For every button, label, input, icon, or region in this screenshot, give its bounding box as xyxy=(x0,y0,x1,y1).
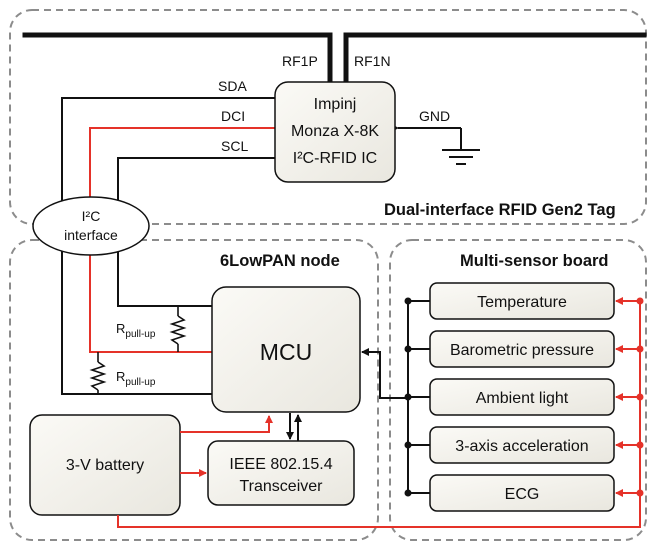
pull-up-resistor-1 xyxy=(169,306,187,352)
dci-label: DCI xyxy=(221,108,245,124)
mcu-box xyxy=(211,286,361,413)
antenna xyxy=(22,32,647,85)
resistor-label-1: Rpull-up xyxy=(116,321,156,340)
power-junction-dot xyxy=(636,489,644,497)
pull-up-resistor-2 xyxy=(89,352,107,394)
rfid-ic-line3: I²C-RFID IC xyxy=(293,150,377,167)
ground-connection xyxy=(391,124,462,150)
mcu-label: MCU xyxy=(260,339,312,365)
power-junction-dot xyxy=(636,297,644,305)
sda-wire-lower xyxy=(61,245,212,395)
dci-wire xyxy=(89,124,284,208)
i2c-interface-line1: I²C xyxy=(82,208,101,224)
bus-junction-dot xyxy=(404,345,412,353)
power-junction-dot xyxy=(636,393,644,401)
sensor-label: Barometric pressure xyxy=(450,342,594,359)
sda-wire xyxy=(61,94,290,208)
node-section-title: 6LowPAN node xyxy=(220,252,340,270)
scl-wire-lower xyxy=(117,245,212,307)
dci-wire-lower xyxy=(89,245,212,353)
rfid-ic-line2: Monza X-8K xyxy=(291,123,379,140)
rf1p-label: RF1P xyxy=(282,53,318,69)
bus-junction-dot xyxy=(404,441,412,449)
rf1n-label: RF1N xyxy=(354,53,391,69)
sensor-label: ECG xyxy=(505,486,540,503)
ground-icon xyxy=(442,149,480,165)
transceiver-line2: Transceiver xyxy=(240,478,324,495)
resistor-label-2: Rpull-up xyxy=(116,369,156,388)
transceiver-box xyxy=(207,440,355,506)
rfid-ic-box xyxy=(274,81,396,183)
sensor-label: Ambient light xyxy=(476,390,569,407)
sensor-board-section xyxy=(389,239,647,541)
battery-to-sensors-wire xyxy=(117,300,641,528)
scl-label: SCL xyxy=(221,138,248,154)
i2c-interface-ellipse xyxy=(32,196,150,256)
bus-junction-dot xyxy=(404,489,412,497)
battery-label: 3-V battery xyxy=(66,457,144,474)
sensor-label: 3-axis acceleration xyxy=(455,438,588,455)
sensor-board-section-title: Multi-sensor board xyxy=(460,252,609,270)
power-junction-dot xyxy=(636,345,644,353)
bus-junction-dot xyxy=(404,393,412,401)
bus-junction-dot xyxy=(404,297,412,305)
rfid-tag-section-title: Dual-interface RFID Gen2 Tag xyxy=(384,201,616,219)
gnd-label: GND xyxy=(419,108,450,124)
power-junction-dot xyxy=(636,441,644,449)
rfid-tag-section xyxy=(9,9,647,225)
battery-to-mcu-wire xyxy=(180,415,273,433)
node-section xyxy=(9,239,379,541)
battery-box xyxy=(29,414,181,516)
sensor-label: Temperature xyxy=(477,294,567,311)
sda-label: SDA xyxy=(218,78,247,94)
rfid-ic-line1: Impinj xyxy=(314,96,357,113)
transceiver-line1: IEEE 802.15.4 xyxy=(229,456,332,473)
i2c-interface-line2: interface xyxy=(64,227,118,243)
sensor-bus-to-mcu-wire xyxy=(361,348,408,399)
scl-wire xyxy=(117,154,290,208)
